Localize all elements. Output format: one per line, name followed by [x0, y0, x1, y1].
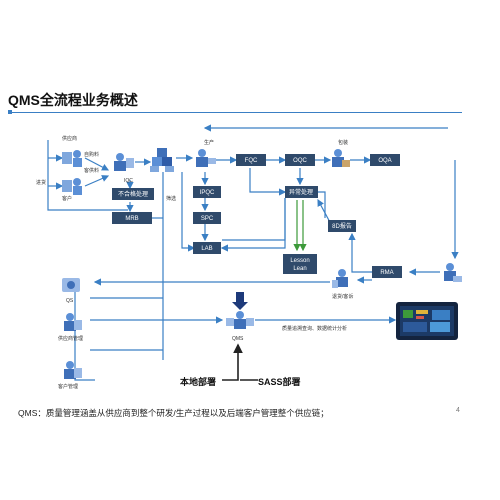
warehouse-boxes-icon [150, 148, 174, 172]
box-unqualified-top [112, 188, 154, 200]
footer-description: QMS：质量管理涵盖从供应商到整个研发/生产过程以及后端客户管理整个供应链； [18, 408, 329, 418]
label-lab: LAB [201, 246, 212, 252]
customer-icon [62, 178, 82, 195]
label-8d: 8D报告 [332, 222, 352, 230]
page-title: QMS全流程业务概述 [8, 92, 138, 108]
label-ipqc: IPQC [200, 190, 215, 196]
return-person-icon [332, 269, 348, 288]
qs-icon [62, 278, 80, 292]
box-fqc [236, 154, 266, 166]
box-abnormal [285, 186, 318, 198]
label-spc: SPC [201, 216, 214, 222]
box-ipqc [193, 186, 221, 198]
label-abnormal: 异常处理 [289, 188, 313, 196]
label-self-material: 自购料 [84, 151, 99, 158]
packaging-icon [332, 149, 350, 167]
label-customer-material: 客供料 [84, 167, 99, 174]
box-mrb [112, 212, 152, 224]
supplier-icon [62, 150, 82, 167]
box-oqc [285, 154, 315, 166]
label-supplier: 供应商 [62, 135, 77, 142]
label-lesson-1: Lesson [290, 258, 309, 264]
icons [62, 148, 462, 379]
incoming-bracket [47, 140, 128, 211]
label-packaging: 包装 [338, 139, 348, 146]
connectors [47, 124, 459, 381]
label-incoming: 进货 [36, 179, 46, 186]
label-unqualified-top: 不合格处理 [118, 190, 148, 198]
box-oqa [370, 154, 400, 166]
box-rma [372, 266, 402, 278]
customer-mgmt-icon [64, 361, 82, 379]
label-mrb: MRB [125, 216, 138, 222]
label-iqc: IQC [124, 178, 133, 184]
label-customer-mgmt: 客户管理 [58, 383, 78, 390]
qms-icon [226, 311, 254, 329]
label-trace-note: 质量追溯查询、数据统计分析 [282, 325, 347, 332]
label-customer: 客户 [62, 195, 72, 202]
deploy-arrows [222, 343, 258, 381]
label-oqa: OQA [378, 158, 391, 164]
page-number: 4 [456, 407, 460, 414]
iqc-inspector-icon [114, 153, 134, 171]
supplier-mgmt-icon [64, 313, 82, 331]
label-local-deploy: 本地部署 [180, 376, 216, 387]
label-rma: RMA [380, 270, 393, 276]
box-8d [328, 220, 356, 232]
label-qms: QMS [232, 336, 244, 342]
rma-person-icon [444, 263, 462, 282]
dashboard-tablet-icon [396, 302, 458, 340]
box-spc [193, 212, 221, 224]
label-screening: 筛选 [166, 195, 176, 202]
label-oqc: OQC [293, 158, 307, 164]
box-lesson-learn [283, 254, 317, 274]
lesson-arrows [293, 200, 307, 252]
label-fqc: FQC [245, 158, 258, 164]
download-arrow-icon [232, 292, 248, 310]
label-qs: QS [66, 298, 74, 304]
title-underline [8, 112, 462, 113]
label-saas-deploy: SASS部署 [258, 376, 301, 387]
label-production: 生产 [204, 139, 214, 146]
label-supplier-mgmt: 供应商管理 [58, 335, 83, 342]
box-lab [193, 242, 221, 254]
label-return-repair: 退货/客诉 [332, 293, 353, 300]
production-worker-icon [196, 149, 216, 167]
process-boxes [112, 154, 402, 278]
label-lesson-2: Lean [293, 266, 306, 272]
